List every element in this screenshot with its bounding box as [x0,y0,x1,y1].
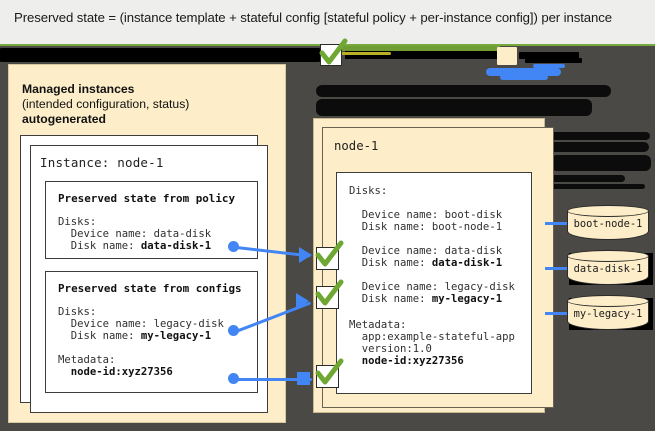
node-heading: node-1 [334,139,379,153]
disk-my-legacy-1: my-legacy-1 [567,295,649,331]
disk-boot-node-1: boot-node-1 [567,205,649,241]
policy-device-name: Device name: data-disk [58,228,212,240]
node-detail-box: Disks: Device name: boot-disk Disk name:… [336,172,532,394]
disk-connector-legacy [545,312,573,315]
redacted-block-e [551,155,651,171]
redacted-bar-far-right [519,52,579,59]
connector-arrow-legacy-disk [296,293,309,309]
node-boot-device-name: Device name: boot-disk [349,209,503,221]
managed-instances-subtitle: (intended configuration, status) [22,97,190,111]
connector-dot-data-disk [228,241,239,252]
node-metadata-app: app:example-stateful-app [349,331,515,343]
disk-label: data-disk-1 [573,263,643,275]
node-data-disk-name: Disk name: data-disk-1 [349,257,503,269]
disk-connector-data [545,267,573,270]
disk-label: boot-node-1 [573,218,643,230]
node-disks-label: Disks: [349,185,388,197]
check-badge-legacy-disk [316,286,339,309]
preserved-state-configs-heading: Preserved state from configs [58,282,242,295]
disk-top-ellipse [567,250,649,262]
connector-endcap-node-id [297,372,310,385]
caption-band [0,0,655,44]
node-metadata-node-id: node-id:xyz27356 [361,355,464,367]
node-boot-disk-name: Disk name: boot-node-1 [349,221,503,233]
redacted-block-f [547,175,625,182]
configs-metadata-label: Metadata: [58,354,116,366]
redacted-bar-top-right [345,49,500,59]
redacted-bar-far-right-2 [525,58,582,63]
check-badge-node-id [316,365,339,388]
redacted-swatch-cream [497,47,517,65]
connector-line-node-id [236,378,312,381]
node-legacy-disk-name: Disk name: my-legacy-1 [349,293,503,305]
redacted-block-a [316,85,611,97]
redacted-block-d [549,142,649,152]
node-data-device-name: Device name: data-disk [349,245,503,257]
check-badge-header [320,44,342,66]
managed-instances-title: Managed instances [22,82,135,96]
blue-annotation-scribble-2 [500,75,548,80]
blue-annotation-scribble [486,68,561,76]
node-legacy-device-name: Device name: legacy-disk [349,281,515,293]
redacted-block-b [316,99,592,116]
connector-arrow-data-disk [299,247,312,263]
green-highlight-stroke [330,45,500,51]
connector-dot-legacy-disk [228,325,239,336]
disk-data-disk-1: data-disk-1 [567,250,649,286]
configs-device-name: Device name: legacy-disk [58,318,224,330]
redacted-bar-top [0,48,320,62]
policy-disks-label: Disks: [58,216,97,228]
disk-label: my-legacy-1 [573,308,643,320]
preserved-state-policy-heading: Preserved state from policy [58,192,236,205]
disk-connector-boot [545,222,573,225]
disk-top-ellipse [567,295,649,307]
node-metadata-label: Metadata: [349,319,407,331]
configs-metadata-node-id: node-id:xyz27356 [70,366,173,378]
preserved-state-configs-box: Preserved state from configs Disks: Devi… [45,271,258,393]
disk-top-ellipse [567,205,649,217]
green-highlight-stroke-2 [341,52,391,55]
managed-instances-autogenerated-label: autogenerated [22,112,106,126]
configs-disk-name: Disk name: my-legacy-1 [58,330,212,342]
node-metadata-version: version:1.0 [349,343,432,355]
connector-dot-node-id [228,373,239,384]
preserved-state-policy-box: Preserved state from policy Disks: Devic… [45,181,258,259]
blue-annotation-scribble-3 [533,64,565,68]
instance-heading: Instance: node-1 [40,155,164,170]
policy-disk-name: Disk name: data-disk-1 [58,240,212,252]
page-title: Preserved state = (instance template + s… [14,10,612,25]
check-badge-data-disk [316,247,339,270]
redacted-block-g [547,184,645,189]
redacted-block-c [545,132,650,140]
configs-disks-label: Disks: [58,306,97,318]
